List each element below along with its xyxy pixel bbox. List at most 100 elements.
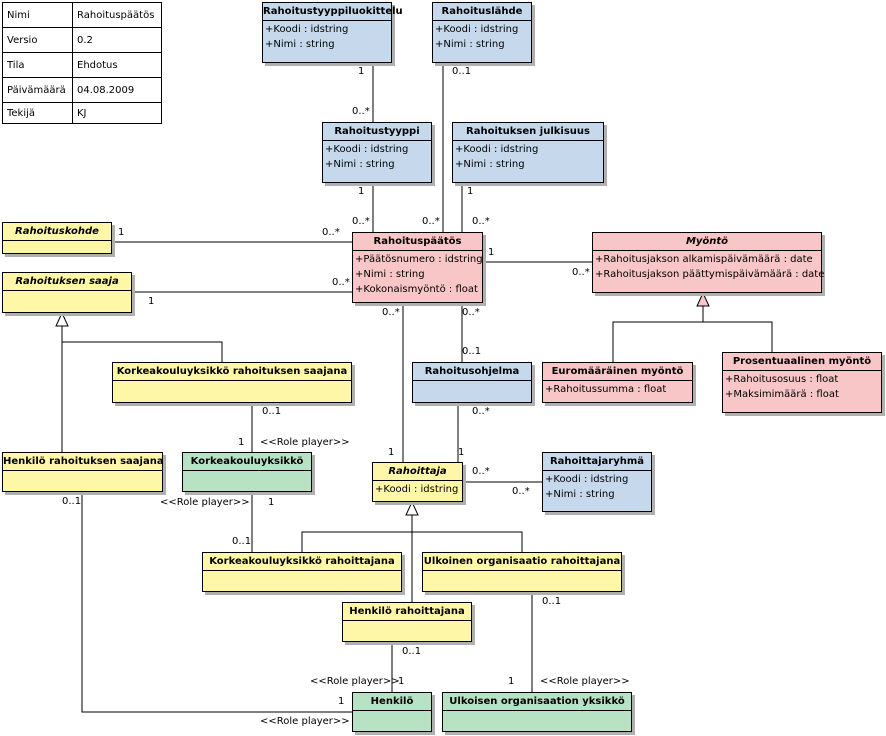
info-key: Päivämäärä: [2, 77, 73, 103]
multiplicity-label: 0..1: [262, 406, 282, 417]
class-rahoituksen-saaja[interactable]: Rahoituksen saaja: [2, 272, 132, 313]
class-name: Rahoitusohjelma: [413, 363, 531, 381]
multiplicity-label: 0..1: [402, 646, 422, 657]
multiplicity-label: 1: [398, 676, 405, 687]
class-name: Rahoituksen julkisuus: [453, 123, 603, 141]
class-rahoitustyyppi[interactable]: Rahoitustyyppi +Koodi : idstring +Nimi :…: [322, 122, 432, 183]
class-rahoitustyyppiluokittelu[interactable]: Rahoitustyyppiluokittelu +Koodi : idstri…: [262, 2, 403, 63]
class-euromaarainen-myonto[interactable]: Euromääräinen myöntö +Rahoitussumma : fl…: [542, 362, 693, 403]
multiplicity-label: 1: [338, 696, 345, 707]
class-attribute: +Koodi : idstring: [455, 144, 539, 155]
info-value: KJ: [72, 102, 162, 124]
class-henkilo-saajana[interactable]: Henkilö rahoituksen saajana: [2, 452, 164, 492]
class-name: Ulkoinen organisaatio rahoittajana: [423, 553, 621, 571]
info-key: Nimi: [2, 2, 73, 28]
multiplicity-label: 1: [358, 66, 365, 77]
class-name: Rahoituskohde: [3, 223, 111, 241]
class-attribute: +Maksimimäärä : float: [725, 389, 839, 400]
class-henkilo[interactable]: Henkilö: [352, 692, 432, 732]
class-rahoittaja[interactable]: Rahoittaja +Koodi : idstring: [372, 462, 463, 502]
class-myonto[interactable]: Myöntö +Rahoitusjakson alkamispäivämäärä…: [592, 232, 825, 293]
multiplicity-label: 0..*: [462, 307, 480, 318]
class-name: Rahoituslähde: [433, 3, 531, 21]
multiplicity-label: 0..*: [422, 216, 440, 227]
role-player-stereotype: <<Role player>>: [260, 716, 350, 727]
multiplicity-label: 1: [488, 247, 495, 258]
class-attribute: +Nimi : string: [325, 159, 395, 170]
class-attribute: +Rahoitussumma : float: [545, 384, 667, 395]
class-ulkoinen-organisaatio-rahoittajana[interactable]: Ulkoinen organisaatio rahoittajana: [422, 552, 622, 592]
multiplicity-label: 0..*: [472, 466, 490, 477]
info-value: Rahoituspäätös: [72, 2, 162, 28]
class-name: Henkilö rahoittajana: [343, 603, 471, 621]
class-attribute: +Nimi : string: [455, 159, 525, 170]
class-name: Rahoittajaryhmä: [543, 453, 651, 471]
multiplicity-label: 0..*: [472, 406, 490, 417]
role-player-stereotype: <<Role player>>: [310, 676, 400, 687]
class-rahoituksen-julkisuus[interactable]: Rahoituksen julkisuus +Koodi : idstring …: [452, 122, 604, 183]
class-name: Euromääräinen myöntö: [543, 363, 692, 381]
multiplicity-label: 0..1: [62, 496, 82, 507]
multiplicity-label: 0..*: [382, 307, 400, 318]
class-attribute: +Rahoitusjakson alkamispäivämäärä : date: [595, 254, 813, 265]
class-prosentuaalinen-myonto[interactable]: Prosentuaalinen myöntö +Rahoitusosuus : …: [722, 352, 882, 413]
class-name: Rahoitustyyppi: [323, 123, 431, 141]
class-rahoituskohde[interactable]: Rahoituskohde: [2, 222, 112, 254]
class-name: Korkeakouluyksikkö rahoituksen saajana: [113, 363, 351, 381]
info-key: Versio: [2, 27, 73, 53]
class-ulkoisen-organisaation-yksikko[interactable]: Ulkoisen organisaation yksikkö: [442, 692, 632, 732]
multiplicity-label: 1: [238, 437, 245, 448]
class-attribute: +Koodi : idstring: [325, 144, 409, 155]
class-attribute: +Koodi : idstring: [545, 474, 629, 485]
info-value: 0.2: [72, 27, 162, 53]
class-name: Korkeakouluyksikkö rahoittajana: [203, 553, 401, 571]
class-attribute: +Rahoitusjakson päättymispäivämäärä : da…: [595, 269, 825, 280]
class-attribute: +Koodi : idstring: [435, 24, 519, 35]
multiplicity-label: 1: [148, 296, 155, 307]
class-attribute: +Nimi : string: [355, 269, 425, 280]
class-attribute: +Koodi : idstring: [265, 24, 349, 35]
class-korkeakouluyksikko-saajana[interactable]: Korkeakouluyksikkö rahoituksen saajana: [112, 362, 352, 403]
multiplicity-label: 0..1: [462, 346, 482, 357]
multiplicity-label: 0..1: [232, 536, 252, 547]
info-value: Ehdotus: [72, 52, 162, 78]
class-name: Rahoituspäätös: [353, 233, 482, 251]
class-name: Rahoitustyyppiluokittelu: [263, 3, 403, 21]
class-name: Myöntö: [593, 233, 821, 251]
role-player-stereotype: <<Role player>>: [260, 437, 350, 448]
multiplicity-label: 0..*: [472, 216, 490, 227]
class-rahoittajaryhma[interactable]: Rahoittajaryhmä +Koodi : idstring +Nimi …: [542, 452, 652, 512]
class-attribute: +Koodi : idstring: [375, 484, 459, 495]
class-name: Rahoittaja: [373, 463, 462, 481]
class-name: Rahoituksen saaja: [3, 273, 131, 291]
class-name: Ulkoisen organisaation yksikkö: [443, 693, 631, 711]
class-korkeakouluyksikko-rahoittajana[interactable]: Korkeakouluyksikkö rahoittajana: [202, 552, 402, 592]
multiplicity-label: 0..*: [332, 277, 350, 288]
class-korkeakouluyksikko[interactable]: Korkeakouluyksikkö: [182, 452, 312, 492]
class-name: Prosentuaalinen myöntö: [723, 353, 881, 371]
class-rahoituslahde[interactable]: Rahoituslähde +Koodi : idstring +Nimi : …: [432, 2, 532, 63]
info-value: 04.08.2009: [72, 77, 162, 103]
multiplicity-label: 0..1: [452, 66, 472, 77]
class-attribute: +Nimi : string: [545, 489, 615, 500]
class-attribute: +Rahoitusosuus : float: [725, 374, 839, 385]
role-player-stereotype: <<Role player>>: [540, 676, 630, 687]
class-henkilo-rahoittajana[interactable]: Henkilö rahoittajana: [342, 602, 472, 642]
multiplicity-label: 1: [118, 227, 125, 238]
multiplicity-label: 0..1: [542, 596, 562, 607]
multiplicity-label: 0..*: [572, 267, 590, 278]
class-name: Henkilö: [353, 693, 431, 711]
multiplicity-label: 1: [268, 497, 275, 508]
multiplicity-label: 0..*: [352, 216, 370, 227]
class-rahoituspaatos[interactable]: Rahoituspäätös +Päätösnumero : idstring …: [352, 232, 483, 303]
multiplicity-label: 1: [388, 447, 395, 458]
multiplicity-label: 1: [458, 447, 465, 458]
multiplicity-label: 0..*: [352, 106, 370, 117]
role-player-stereotype: <<Role player>>: [160, 497, 250, 508]
multiplicity-label: 1: [358, 186, 365, 197]
class-attribute: +Nimi : string: [265, 39, 335, 50]
multiplicity-label: 0..*: [512, 486, 530, 497]
class-rahoitusohjelma[interactable]: Rahoitusohjelma: [412, 362, 532, 403]
